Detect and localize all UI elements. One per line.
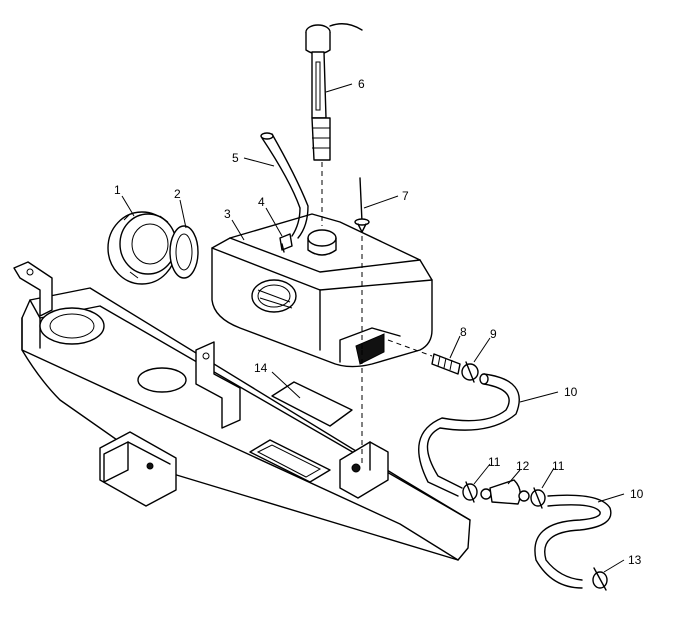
callout-2: 2 bbox=[174, 187, 181, 201]
part-5-vent-hose bbox=[260, 132, 309, 239]
part-10-fuel-hose-lower bbox=[534, 494, 612, 589]
callout-9: 9 bbox=[490, 327, 497, 341]
callout-10-lower: 10 bbox=[630, 487, 644, 501]
part-2-cap-gasket bbox=[169, 225, 199, 279]
part-11-hose-clamp-b bbox=[530, 487, 546, 509]
part-10-fuel-hose-upper bbox=[418, 373, 520, 497]
callout-4: 4 bbox=[258, 195, 265, 209]
callout-8: 8 bbox=[460, 325, 467, 339]
callout-12: 12 bbox=[516, 459, 530, 473]
callout-10-upper: 10 bbox=[564, 385, 578, 399]
part-6-fuel-gauge bbox=[305, 23, 363, 226]
callout-1: 1 bbox=[114, 183, 121, 197]
part-3-fuel-tank bbox=[211, 213, 433, 368]
part-4-vent-fitting bbox=[279, 233, 293, 253]
callout-3: 3 bbox=[224, 207, 231, 221]
part-7-screw bbox=[354, 177, 370, 466]
callout-11-right: 11 bbox=[552, 459, 565, 473]
leader-lines bbox=[121, 83, 625, 573]
part-11-hose-clamp-a bbox=[462, 481, 478, 503]
callout-labels: 1 2 3 4 5 6 7 8 9 10 10 11 11 12 13 14 bbox=[114, 77, 644, 567]
part-9-hose-clamp bbox=[461, 361, 479, 383]
callout-13: 13 bbox=[628, 553, 642, 567]
part-14-pad bbox=[271, 381, 353, 427]
part-13-hose-clamp bbox=[592, 567, 608, 591]
part-12-fuel-filter bbox=[480, 479, 530, 505]
part-1-fuel-cap bbox=[107, 211, 179, 285]
callout-14: 14 bbox=[254, 361, 268, 375]
callout-5: 5 bbox=[232, 151, 239, 165]
frame bbox=[13, 261, 471, 561]
callout-11-left: 11 bbox=[488, 455, 501, 469]
callout-7: 7 bbox=[402, 189, 409, 203]
callout-6: 6 bbox=[358, 77, 365, 91]
part-8-fuel-fitting bbox=[387, 339, 461, 375]
